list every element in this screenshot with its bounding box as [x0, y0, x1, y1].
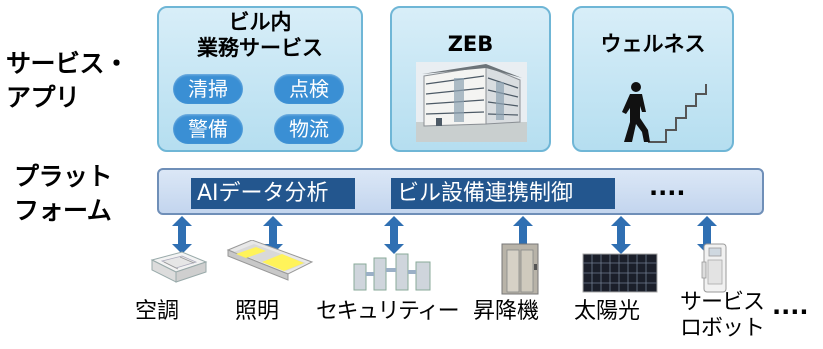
security-gate-image [353, 253, 431, 291]
services-label-line1: サービス・ [6, 49, 129, 78]
arrow-solar [611, 216, 631, 254]
device-label-elevator: 昇降機 [473, 299, 540, 324]
arrow-aircon [172, 216, 192, 254]
zeb-building-image [416, 62, 527, 142]
lighting-fixture-image [226, 240, 314, 281]
wellness-card: ウェルネス [572, 6, 734, 152]
ai-data-analysis-tag: AIデータ分析 [191, 178, 355, 209]
building-services-title-line1: ビル内 [228, 10, 292, 34]
chip-logistics: 物流 [274, 114, 344, 144]
building-equipment-control-tag: ビル設備連携制御 [391, 178, 615, 209]
platform-label: プラット フォーム [14, 160, 154, 228]
chip-cleaning: 清掃 [173, 74, 243, 104]
platform-label-line2: フォーム [14, 196, 112, 225]
device-label-solar: 太陽光 [574, 299, 641, 324]
device-label-lighting: 照明 [235, 299, 280, 324]
arrow-lighting [263, 216, 283, 254]
air-conditioner-image [150, 251, 208, 283]
zeb-title: ZEB [447, 32, 494, 56]
device-label-robot-line2: ロボット [680, 316, 765, 341]
services-label-line2: アプリ [6, 83, 80, 112]
building-services-title-line2: 業務サービス [197, 36, 323, 60]
elevator-image [501, 243, 539, 295]
solar-panel-image [582, 253, 658, 293]
platform-more-ellipsis: ···· [649, 179, 686, 207]
device-label-aircon: 空調 [135, 299, 180, 324]
person-climbing-stairs-icon [622, 82, 707, 143]
building-services-card: ビル内 業務サービス 清掃 点検 警備 物流 [157, 6, 363, 152]
services-apps-label: サービス・ アプリ [6, 47, 146, 115]
wellness-title: ウェルネス [600, 32, 706, 56]
chip-inspection: 点検 [274, 74, 344, 104]
zeb-card: ZEB [390, 6, 551, 152]
device-label-robot: サービス ロボット [680, 290, 765, 342]
platform-bar: AIデータ分析 ビル設備連携制御 ···· [157, 168, 764, 215]
arrow-security [384, 216, 404, 254]
device-label-security: セキュリティー [316, 299, 460, 324]
chip-security-guard: 警備 [173, 114, 243, 144]
service-robot-image [701, 243, 727, 293]
device-label-robot-line1: サービス [680, 290, 765, 315]
platform-label-line1: プラット [14, 162, 113, 191]
devices-more-ellipsis: ···· [772, 298, 809, 326]
